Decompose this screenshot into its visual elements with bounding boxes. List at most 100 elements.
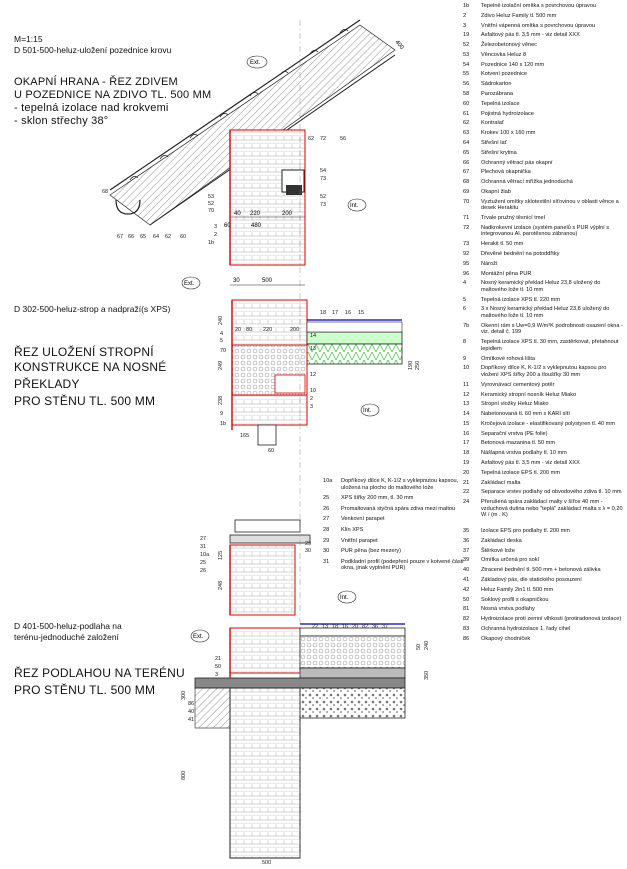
svg-text:72: 72 — [320, 136, 326, 142]
legend-text: Ochranná větrací mřížka jednoduchá — [481, 179, 573, 186]
legend-number: 10 — [463, 365, 470, 372]
legend2-number: 83 — [463, 625, 470, 632]
legend-text: Sádrokarton — [481, 81, 512, 88]
roof-wall-masonry — [229, 129, 306, 266]
middle-number: 28 — [323, 526, 330, 533]
legend-number: 54 — [463, 61, 470, 68]
svg-text:82: 82 — [362, 624, 368, 630]
section-note-insulation: - tepelná izolace nad krokvemi — [14, 102, 169, 114]
legend2-number: 40 — [463, 567, 470, 574]
legend-number: 18 — [463, 450, 470, 457]
legend-text: Ochranný větrací pás okapní — [481, 159, 553, 166]
legend-text: Omítkové rohová lišta — [481, 355, 536, 362]
svg-text:68: 68 — [102, 189, 108, 195]
svg-text:300: 300 — [181, 691, 187, 700]
svg-text:50: 50 — [416, 644, 422, 650]
svg-text:21: 21 — [215, 656, 221, 662]
svg-text:62: 62 — [165, 234, 171, 240]
legend2-text: Hydroizolace proti zemní vlhkosti (proti… — [481, 616, 622, 623]
sill-wall — [229, 544, 296, 616]
svg-text:Ext.: Ext. — [184, 281, 195, 287]
section-title-floor-1: ŘEZ PODLAHOU NA TERÉNU — [14, 666, 185, 680]
legend-number: 17 — [463, 440, 470, 447]
middle-text: Venkovní parapet — [341, 516, 385, 523]
legend-text: Tepelně izolační omítka s povrchovou úpr… — [481, 3, 597, 9]
detail-code-floor-2: terénu-jednoduché založení — [14, 632, 119, 642]
svg-text:40: 40 — [188, 709, 194, 715]
legend-text: Nadkrokevní izolace (systém panelů s PUR… — [481, 224, 610, 238]
middle-text: Vnitřní parapet — [341, 537, 378, 544]
section-title-ceiling-1: ŘEZ ULOŽENÍ STROPNÍ — [14, 345, 154, 359]
roof-insulation-layer — [109, 24, 396, 226]
svg-text:36: 36 — [372, 624, 378, 630]
legend2-number: 50 — [463, 596, 470, 603]
svg-text:16: 16 — [345, 310, 351, 316]
middle-number: 10a — [323, 478, 333, 484]
svg-text:2: 2 — [310, 396, 313, 402]
svg-text:15: 15 — [358, 310, 364, 316]
svg-text:Int.: Int. — [340, 595, 349, 601]
legend-text: Nároží — [481, 260, 498, 267]
legend-number: 1b — [463, 3, 470, 9]
svg-text:22: 22 — [312, 624, 318, 630]
legend2-number: 42 — [463, 586, 470, 593]
legend-item: 56 Sádrokarton — [463, 81, 625, 88]
dim-roof-40: 40 — [234, 211, 241, 217]
legend2-text: Omítka určená pro sokl — [481, 557, 539, 564]
svg-text:25: 25 — [200, 560, 206, 566]
svg-text:5: 5 — [220, 338, 223, 344]
legend2-number: 37 — [463, 547, 470, 554]
middle-number: 30 — [323, 548, 330, 555]
legend-text: Okapní žlab — [481, 188, 511, 195]
section-note-slope: - sklon střechy 38° — [14, 115, 109, 127]
svg-text:248: 248 — [218, 581, 224, 590]
legend2-text: Nosná vrstva podlahy — [481, 606, 535, 613]
section-title-floor-2: PRO STĚNU TL. 500 MM — [14, 683, 156, 697]
legend2-text: Izolace EPS pro podlahy tl. 200 mm — [481, 528, 570, 535]
svg-text:10: 10 — [310, 388, 316, 394]
legend-text: Plechová okapnička — [481, 169, 531, 176]
middle-text: Promaltovaná styčná spára zdiva mezi mal… — [341, 505, 456, 512]
legend2-number: 81 — [463, 606, 470, 613]
svg-text:9: 9 — [220, 411, 223, 417]
middle-number: 26 — [323, 505, 330, 512]
legend-number: 8 — [463, 339, 467, 346]
legend-text: Herakit tl. 50 mm — [481, 241, 524, 248]
legend-text: Vyztužení omítky sklotextilní síťovinou … — [481, 198, 619, 212]
legend-number: 21 — [463, 479, 470, 486]
legend-text: Zakládací malta — [481, 479, 521, 486]
svg-text:Int.: Int. — [363, 408, 372, 414]
section-title-ceiling-2: KONSTRUKCE NA NOSNÉ — [14, 360, 167, 374]
floor-screed — [306, 331, 403, 345]
legend-number: 56 — [463, 81, 470, 88]
legend-number: 95 — [463, 260, 470, 267]
legend-text: Střešní krytina — [481, 149, 517, 156]
svg-text:70: 70 — [208, 208, 214, 214]
svg-text:67: 67 — [117, 234, 123, 240]
legend-number: 7b — [463, 322, 470, 329]
legend2-text: Základový pás, dle statického posouzení — [481, 576, 582, 583]
middle-number: 25 — [323, 495, 330, 502]
svg-text:18: 18 — [320, 310, 326, 316]
svg-text:80: 80 — [246, 327, 252, 333]
svg-text:238: 238 — [218, 396, 224, 405]
legend-text: Nášlapná vrstva podlahy tl. 10 mm — [481, 450, 567, 457]
legend-item: 1b Tepelně izolační omítka s povrchovou ú… — [463, 3, 625, 10]
legend2-text: Okapový chodníček — [481, 635, 531, 642]
